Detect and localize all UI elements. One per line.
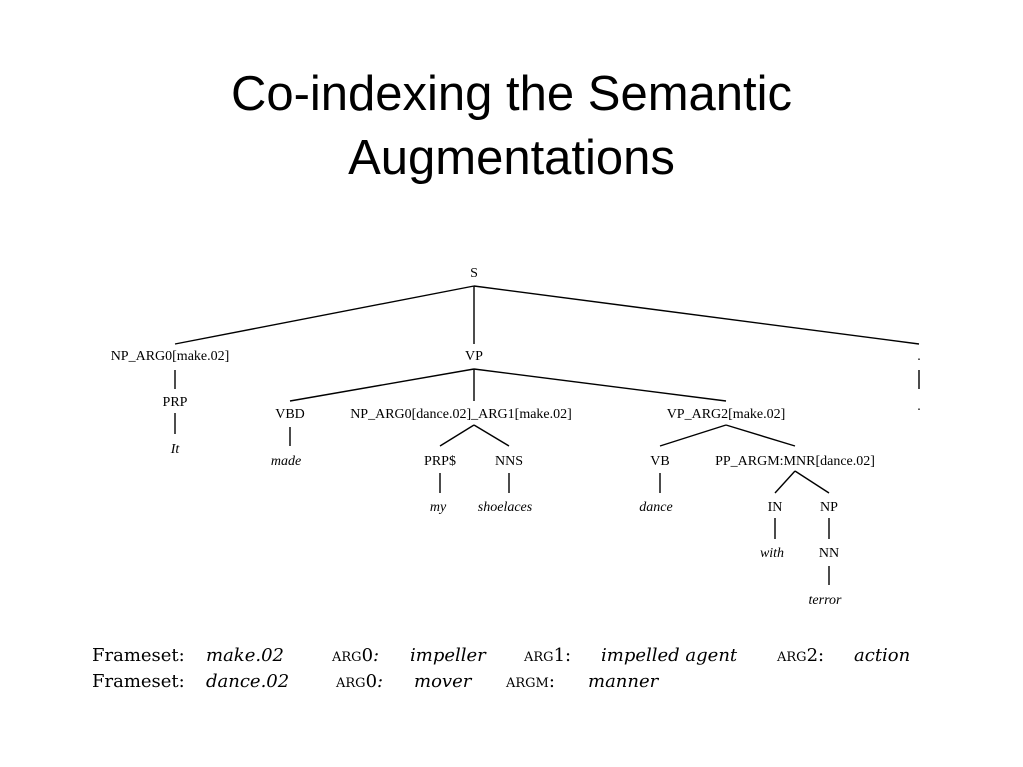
arg-tag: argm: [506, 671, 549, 692]
node-s: S: [470, 266, 478, 281]
arg-sep: :: [377, 671, 384, 692]
word-shoelaces: shoelaces: [478, 500, 533, 515]
node-pp-argm-mnr-dance: PP_ARGM:MNR[dance.02]: [715, 454, 875, 469]
frameset-name: dance.02: [206, 671, 290, 692]
arg-label: arg0:: [332, 643, 379, 669]
node-prps: PRP$: [424, 454, 456, 469]
node-in: IN: [768, 500, 783, 515]
node-prp: PRP: [163, 395, 188, 410]
arg-label: arg1:: [524, 643, 571, 669]
arg-tag: arg: [332, 645, 362, 666]
word-dance: dance: [639, 500, 672, 515]
arg-role: mover: [414, 671, 472, 692]
arg-tag: arg: [336, 671, 366, 692]
slide-title: Co-indexing the Semantic Augmentations: [0, 62, 1023, 190]
edge-s-period: [473, 285, 920, 345]
arg-num: 2: [806, 645, 819, 666]
tree-edges: [174, 285, 920, 585]
arg-sep: :: [818, 645, 825, 666]
node-nn: NN: [819, 546, 839, 561]
node-vp-arg2-make: VP_ARG2[make.02]: [667, 407, 786, 422]
word-made: made: [271, 454, 301, 469]
arg-label: arg2:: [777, 643, 824, 669]
edge-pp-in: [774, 470, 796, 494]
word-it: It: [170, 442, 181, 457]
arg-tag: arg: [777, 645, 807, 666]
node-nns: NNS: [495, 454, 523, 469]
arg-label: argm:: [506, 669, 555, 695]
node-np: NP: [820, 500, 838, 515]
edge-pp-np: [794, 470, 830, 494]
slide-title-line-2: Augmentations: [348, 131, 675, 185]
node-period-tag: .: [917, 349, 921, 364]
arg-tag: arg: [524, 645, 554, 666]
arg-num: 1: [553, 645, 566, 666]
frameset-label: Frameset:: [92, 671, 185, 692]
word-my: my: [430, 500, 447, 515]
edge-np-nns: [473, 424, 510, 447]
word-period: .: [917, 399, 921, 414]
frameset-label: Frameset:: [92, 645, 185, 666]
edge-vp-vbd: [289, 368, 475, 402]
node-vb: VB: [650, 454, 669, 469]
arg-num: 0: [365, 671, 378, 692]
arg-sep: :: [548, 671, 555, 692]
edge-np-prps: [439, 424, 475, 447]
word-terror: terror: [809, 593, 842, 608]
arg-label: arg0:: [336, 669, 383, 695]
node-vbd: VBD: [275, 407, 305, 422]
arg-num: 0: [361, 645, 374, 666]
tree-nodes: S NP_ARG0[make.02] VP . PRP It VBD NP_AR…: [111, 266, 921, 608]
slide-title-line-1: Co-indexing the Semantic: [230, 67, 793, 121]
node-np-arg0-dance-arg1-make: NP_ARG0[dance.02]_ARG1[make.02]: [350, 407, 572, 422]
arg-sep: :: [373, 645, 380, 666]
edge-s-np-arg0: [174, 285, 475, 345]
arg-role: impeller: [410, 645, 486, 666]
arg-role: action: [854, 645, 911, 666]
arg-sep: :: [565, 645, 572, 666]
edge-vp-vparg2: [473, 368, 727, 402]
node-vp: VP: [465, 349, 483, 364]
edge-vparg2-vb: [659, 424, 727, 447]
node-np-arg0-make: NP_ARG0[make.02]: [111, 349, 230, 364]
edge-vparg2-pp: [725, 424, 796, 447]
word-with: with: [760, 546, 784, 561]
arg-role: manner: [588, 671, 659, 692]
frameset-name: make.02: [206, 645, 284, 666]
arg-role: impelled agent: [601, 645, 738, 666]
